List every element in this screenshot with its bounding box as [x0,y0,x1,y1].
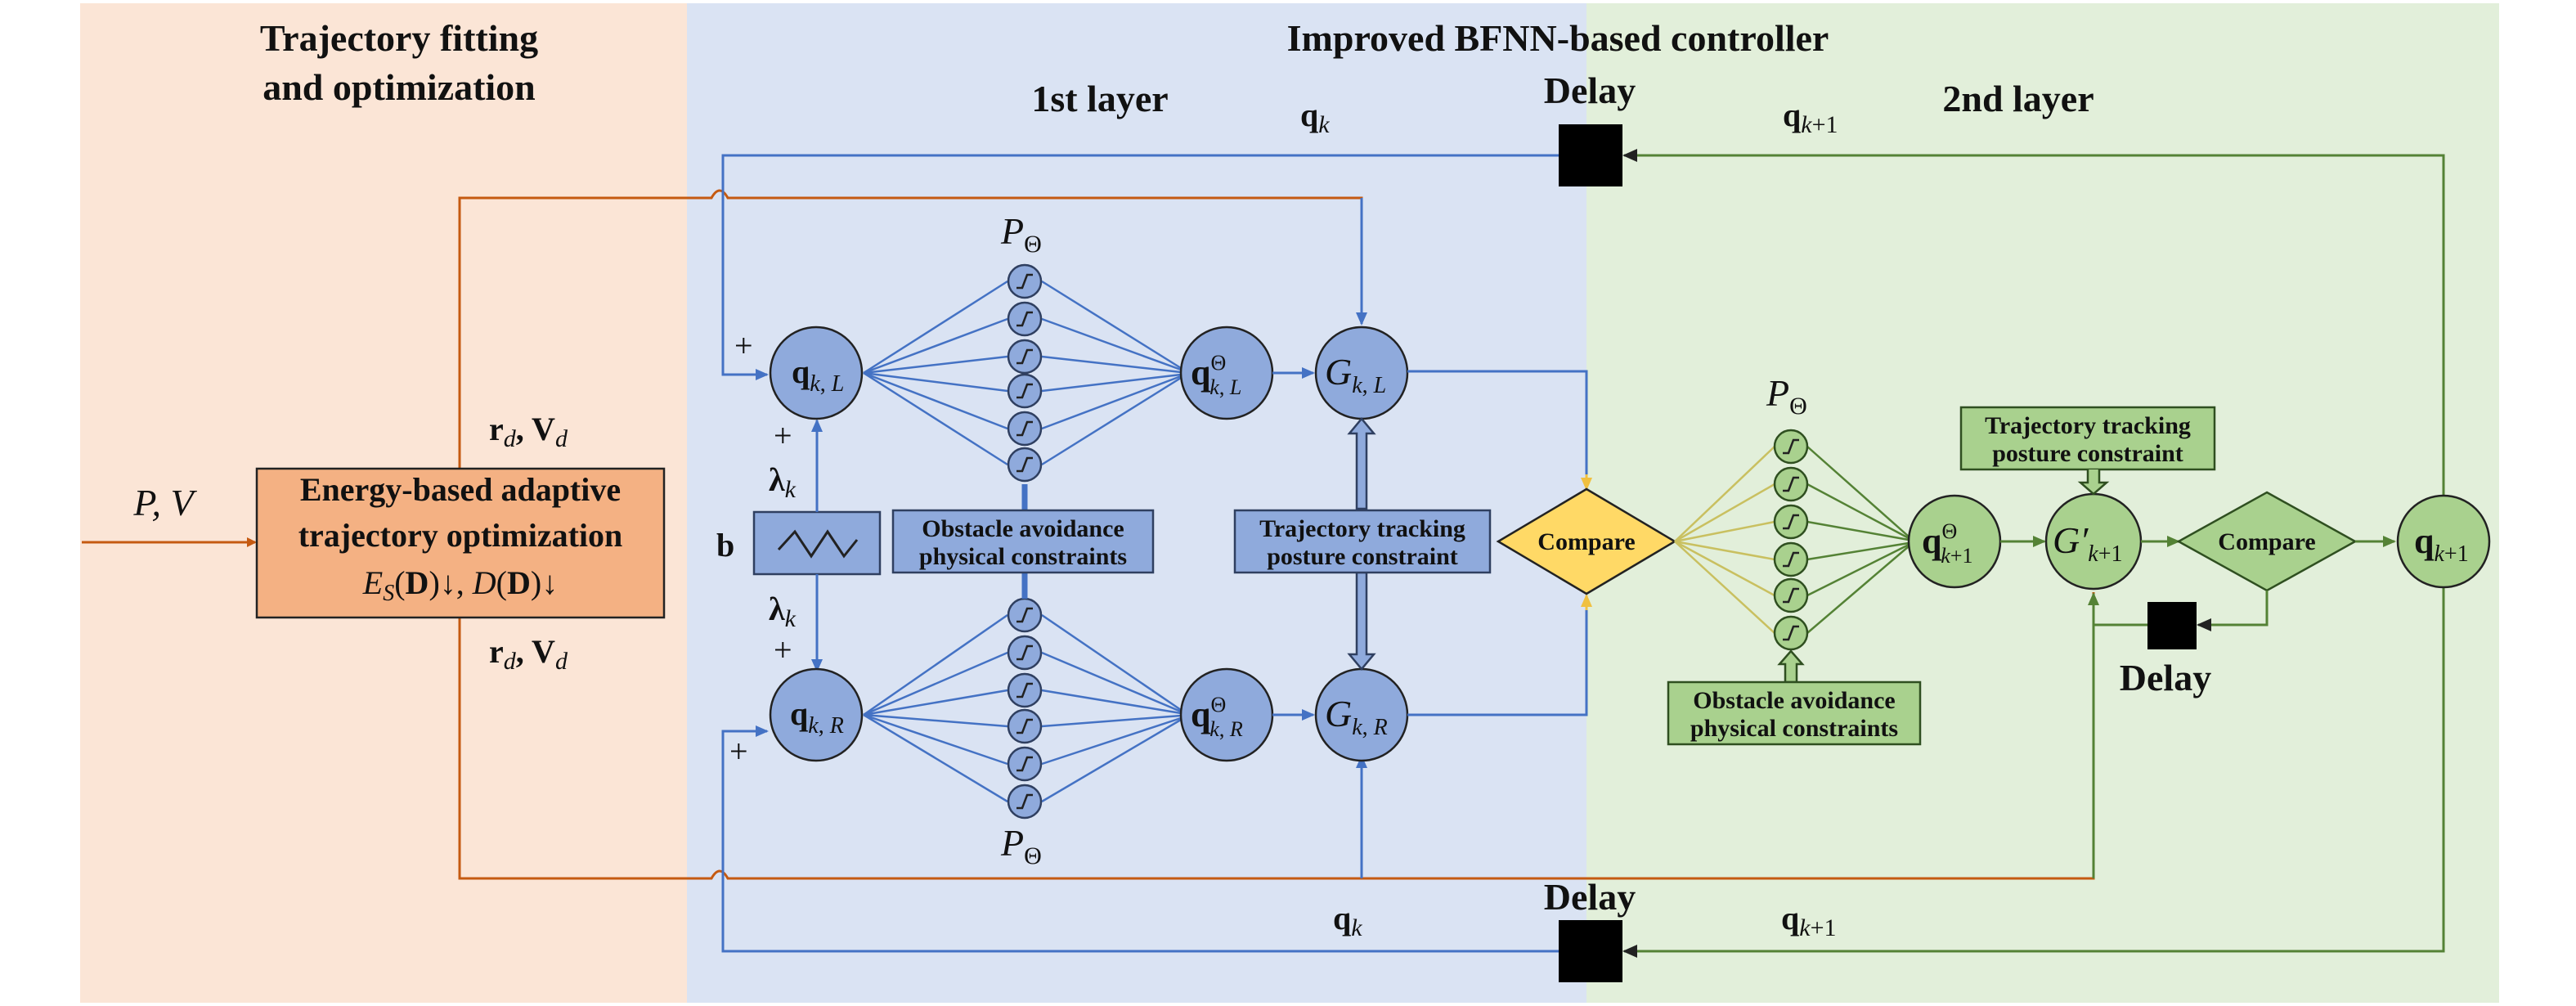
upper-network-edges [863,280,1182,466]
lower-neuron-1 [1007,597,1043,633]
lower-neuron-6 [1007,784,1043,820]
p-theta-layer2: PΘ [1766,372,1807,420]
obstacle2-line2: physical constraints [1690,715,1898,742]
top-qk-line [721,154,1559,380]
tracking-double-arrow [1347,417,1376,671]
obstacle2-connector [1777,649,1805,684]
layer2-neuron-2 [1773,466,1809,502]
obstacle-constraint-box-1 [891,509,1155,574]
plus-top: + [734,327,753,364]
controller-title: Improved BFNN-based controller [1287,17,1829,59]
node-qkL [769,326,864,420]
obstacle1-line1: Obstacle avoidance [922,515,1124,542]
lower-neuron-3 [1007,672,1043,708]
upper-neuron-2 [1007,301,1043,337]
p-theta-lower: PΘ [1000,822,1042,869]
layer2-neuron-1 [1773,429,1809,465]
layer2-neuron-4 [1773,541,1809,577]
delay-block-layer2 [2147,602,2197,649]
right-section-bg [1586,3,2499,1003]
lower-neuron-5 [1007,746,1043,782]
layer2-neuron-3 [1773,504,1809,540]
lower-network-edges [863,613,1182,803]
upper-neuron-5 [1007,411,1043,447]
bottom-feedback-line [1622,573,2445,958]
energy-box-line1: Energy-based adaptive [300,471,621,508]
energy-box-line2: trajectory optimization [298,517,623,554]
upper-neuron-1 [1007,263,1043,299]
bottom-qk-line [721,725,1559,953]
upper-neuron-4 [1007,373,1043,409]
compare1-label: Compare [1537,528,1635,555]
obstacle1-line2: physical constraints [919,543,1127,570]
GkR-to-compare [1407,600,1588,716]
rd-vd-bottom: rd, Vd [489,633,568,675]
rd-vd-top: rd, Vd [489,411,568,452]
node-G-k1-label: G′k+1 [2053,519,2123,567]
rd-top-line [458,189,1363,469]
upper-neuron-3 [1007,339,1043,375]
energy-box-line3: ES(D)↓, D(D)↓ [362,564,558,606]
rd-bottom-line [458,592,2095,880]
lower-neuron-2 [1007,635,1043,671]
compare2-delay-line [2197,591,2269,631]
layer2-network-edges-in [1674,446,1775,634]
delay-top-label: Delay [1544,70,1636,111]
tracking2-line2: posture constraint [1992,440,2183,467]
left-title-line1: Trajectory fitting [260,17,538,59]
layer2-label: 2nd layer [1942,78,2094,119]
layer2-network-edges-out [1806,446,1910,634]
top-feedback-line [1622,149,2445,541]
layer1-label: 1st layer [1031,78,1168,119]
compare2-label: Compare [2218,528,2315,555]
plus-lambda-bottom: + [774,631,792,668]
node-qkR [769,667,864,762]
layer2-neuron-5 [1773,577,1809,613]
delay-block-bottom [1559,920,1622,982]
tracking2-connector [2077,469,2110,496]
energy-optimization-box [255,467,666,619]
lower-neuron-4 [1007,708,1043,744]
layer2-neuron-6 [1773,615,1809,651]
upper-neuron-6 [1007,447,1043,483]
tracking-constraint-box-1 [1233,509,1492,574]
b-block-zigzag [777,529,859,559]
p-theta-upper: PΘ [1000,210,1042,258]
left-title-line2: and optimization [263,66,536,108]
tracking1-line2: posture constraint [1267,543,1458,570]
delay-layer2-label: Delay [2120,657,2211,698]
delay-bottom-label: Delay [1544,876,1636,918]
obstacle2-line1: Obstacle avoidance [1693,687,1896,714]
b-label: b [716,527,734,564]
node-q-k1 [2396,494,2491,589]
GkL-to-compare [1407,370,1588,484]
compare-diamond-1 [1496,487,1677,595]
input-label: P, V [132,482,197,523]
middle-section-bg [687,3,1586,1003]
plus-lambda-top: + [774,417,792,454]
b-block [752,510,882,576]
tracking-constraint-box-2 [1959,406,2216,471]
node-GkR-label: Gk, R [1325,693,1388,740]
obstacle-constraint-box-2 [1667,680,1922,746]
delay-block-top [1559,124,1622,186]
tracking2-line1: Trajectory tracking [1985,412,2191,439]
plus-bottom: + [729,733,748,770]
tracking1-line1: Trajectory tracking [1259,515,1465,542]
